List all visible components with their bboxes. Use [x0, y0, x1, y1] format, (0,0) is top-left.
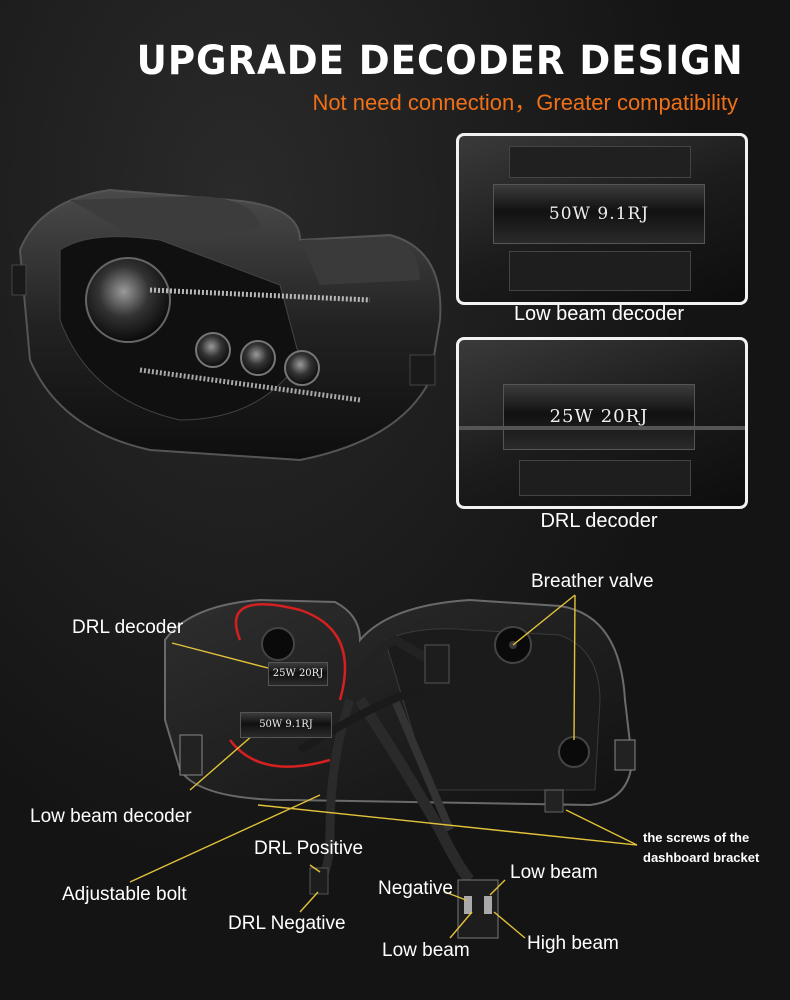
leader-lines	[129, 594, 638, 939]
label-drl-positive: DRL Positive	[254, 838, 364, 859]
headlight-rear	[164, 598, 636, 939]
page-title: UPGRADE DECODER DESIGN	[137, 38, 744, 84]
label-drl-negative: DRL Negative	[228, 913, 346, 934]
diagram-low-resistor: 50W 9.1RJ	[240, 712, 332, 738]
resistor-50w: 50W 9.1RJ	[493, 184, 705, 244]
headlight-front	[11, 188, 442, 462]
label-drl-decoder: DRL decoder	[72, 617, 184, 638]
page-subtitle: Not need connection，Greater compatibilit…	[312, 90, 738, 115]
label-negative: Negative	[378, 878, 453, 899]
low-beam-decoder-photo: 50W 9.1RJ	[456, 133, 748, 305]
label-low-beam-bottom: Low beam	[382, 940, 470, 961]
label-screws-line1: the screws of the	[643, 830, 750, 845]
drl-decoder-photo: 25W 20RJ	[456, 337, 748, 509]
label-low-beam-top: Low beam	[510, 862, 598, 883]
label-high-beam: High beam	[527, 933, 619, 954]
diagram-drl-resistor: 25W 20RJ	[268, 662, 328, 686]
label-breather-valve: Breather valve	[531, 571, 654, 592]
low-beam-decoder-caption: Low beam decoder	[513, 303, 685, 325]
label-screws: the screws of the dashboard bracket	[643, 828, 759, 868]
label-low-beam-decoder: Low beam decoder	[30, 806, 192, 827]
label-adjustable-bolt: Adjustable bolt	[62, 884, 187, 905]
resistor-25w: 25W 20RJ	[503, 384, 695, 450]
drl-decoder-caption: DRL decoder	[540, 510, 658, 532]
label-screws-line2: dashboard bracket	[643, 850, 760, 865]
